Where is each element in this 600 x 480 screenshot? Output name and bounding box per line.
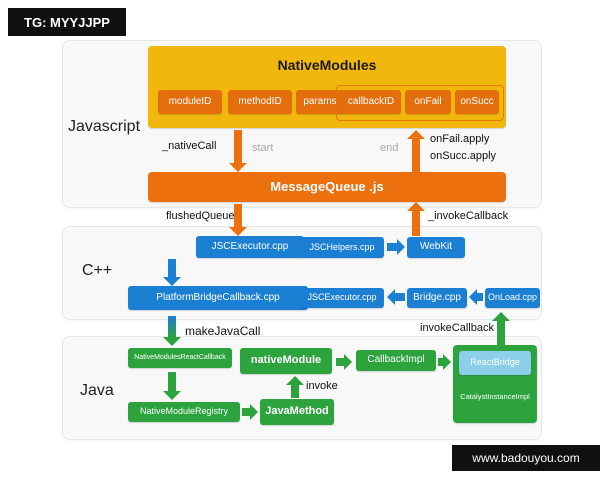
registry-to-javamethod-arrow (242, 404, 258, 420)
on-succ-apply-label: onSucc.apply (430, 150, 497, 162)
invoke-callback-up-arrow (407, 202, 425, 236)
nativemodule-to-callbackimpl-arrow (336, 354, 352, 370)
jscexecutor-to-platformbridge-arrow (163, 259, 181, 286)
on-fail-box: onFail (405, 90, 451, 114)
bridge-to-jscexecutor-arrow (387, 289, 405, 305)
webkit-box: WebKit (407, 237, 465, 258)
message-queue-box: MessageQueue .js (148, 172, 506, 202)
native-module-registry-box: NativeModuleRegistry (128, 402, 240, 422)
callback-group (336, 85, 504, 121)
jsc-executor-2-box: JSCExecutor.cpp (300, 288, 384, 308)
module-id-box: moduleID (158, 90, 222, 114)
callback-id-box: callbackID (341, 90, 401, 114)
bridge-box: Bridge.cpp (407, 288, 467, 308)
native-modules-title: NativeModules (277, 57, 377, 73)
on-fail-apply-label: onFail.apply (430, 133, 490, 145)
make-java-call-arrow (163, 316, 181, 346)
callback-impl-box: CallbackImpl (356, 350, 436, 371)
invoke-callback-java-arrow (492, 312, 510, 345)
invoke-arrow (286, 376, 304, 398)
watermark-bottom: www.badouyou.com (452, 445, 600, 471)
callback-apply-arrow (407, 130, 425, 172)
watermark-top: TG: MYYJJPP (8, 8, 126, 36)
jsc-executor-1-box: JSCExecutor.cpp (196, 236, 304, 258)
flushed-queue-arrow (229, 204, 247, 236)
end-label: end (380, 142, 399, 154)
jschelpers-to-webkit-arrow (387, 239, 405, 255)
native-call-arrow (229, 130, 247, 172)
native-module-box: nativeModule (240, 348, 332, 374)
invoke-label: invoke (306, 380, 338, 392)
on-succ-box: onSucc (455, 90, 499, 114)
java-layer-label: Java (80, 382, 114, 399)
onload-box: OnLoad.cpp (485, 288, 540, 308)
watermark-bottom-text: www.badouyou.com (472, 451, 580, 465)
reactcallback-to-registry-arrow (163, 372, 181, 400)
invoke-callback-cpp-label: invokeCallback (420, 322, 494, 334)
invoke-callback-js-label: _invokeCallback (428, 210, 509, 222)
watermark-top-text: TG: MYYJJPP (24, 14, 110, 30)
jsc-helpers-box: JSCHelpers.cpp (300, 237, 384, 258)
flushed-queue-label: flushedQueue (166, 210, 235, 222)
catalyst-instance-impl-label: CatalystInstanceImpl (460, 392, 530, 401)
make-java-call-label: makeJavaCall (185, 324, 261, 338)
react-bridge-box: ReactBridge (459, 351, 531, 375)
method-id-box: methodID (228, 90, 292, 114)
start-label: start (252, 142, 274, 154)
platform-bridge-callback-box: PlatformBridgeCallback.cpp (128, 286, 308, 310)
javascript-layer-label: Javascript (68, 118, 141, 135)
native-modules-react-callback-box: NativeModulesReactCallback (128, 348, 232, 368)
onload-to-bridge-arrow (469, 289, 483, 305)
callbackimpl-to-reactbridge-arrow (438, 354, 451, 370)
cpp-layer-label: C++ (82, 262, 113, 279)
native-call-label: _nativeCall (162, 140, 217, 152)
native-modules-box: NativeModules (148, 46, 506, 128)
java-method-box: JavaMethod (260, 399, 334, 425)
